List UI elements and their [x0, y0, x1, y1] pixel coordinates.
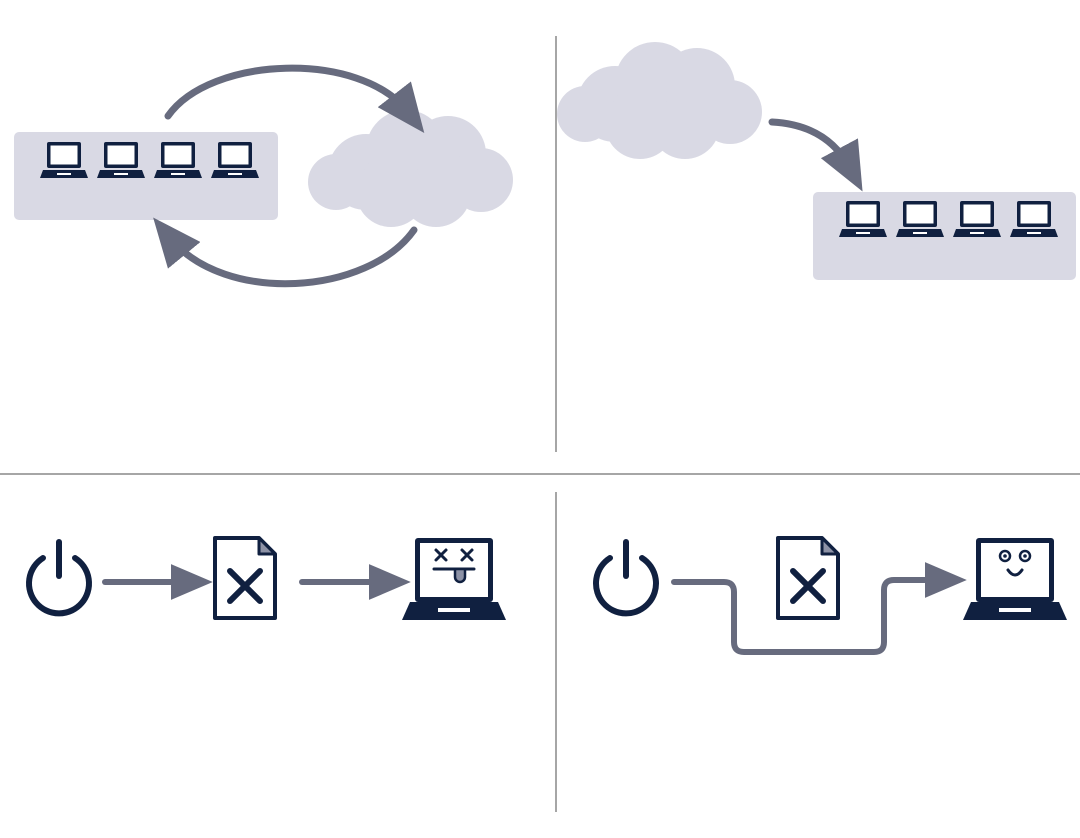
broken-laptop-icon — [402, 538, 506, 620]
laptop-icon — [953, 201, 1001, 237]
cloud-to-devices-arrow — [768, 118, 863, 192]
power-icon — [596, 542, 656, 613]
laptop-icon — [1010, 201, 1058, 237]
quadrant-boot-bypass — [596, 538, 1067, 655]
happy-laptop-icon — [963, 538, 1067, 620]
tongue-icon — [453, 567, 467, 584]
devices-to-cloud-arrow — [164, 64, 425, 134]
quadrant-cloud-download — [557, 42, 1076, 280]
quadrant-sync-round-trip — [14, 64, 513, 288]
cloud-to-devices-arrow — [153, 217, 418, 288]
cloud-icon — [557, 42, 762, 159]
quadrant-dividers — [0, 36, 1080, 812]
corrupt-file-icon — [778, 538, 838, 618]
quadrant-boot-failure — [29, 538, 506, 620]
power-icon — [29, 542, 89, 613]
corrupt-file-icon — [215, 538, 275, 618]
laptop-icon — [211, 142, 259, 178]
laptop-icon — [839, 201, 887, 237]
bypass-arrow — [671, 562, 967, 655]
cloud-icon — [308, 110, 513, 227]
laptop-icon — [154, 142, 202, 178]
laptop-icon — [896, 201, 944, 237]
laptop-icon — [97, 142, 145, 178]
laptop-icon — [40, 142, 88, 178]
happy-face-icon — [998, 549, 1032, 577]
